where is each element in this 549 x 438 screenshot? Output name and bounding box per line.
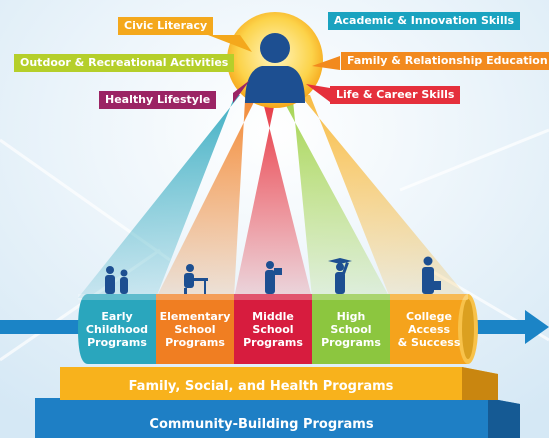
graduate-icon xyxy=(328,258,352,294)
reader-icon xyxy=(265,261,282,294)
program-high-school: High School Programs xyxy=(321,309,381,349)
program-early-childhood: Early Childhood Programs xyxy=(85,309,149,349)
family-social-health-band: Family, Social, and Health Programs xyxy=(128,379,394,394)
healthy-lifestyle-label: Healthy Lifestyle xyxy=(99,91,217,109)
person-silhouette-icon xyxy=(245,33,305,103)
outdoor-recreational-activities-label: Outdoor & Recreational Activities xyxy=(14,54,235,72)
family-relationship-education-label: Family & Relationship Education xyxy=(341,52,549,70)
children-icon xyxy=(105,266,128,294)
academic-innovation-skills-label: Academic & Innovation Skills xyxy=(328,12,521,30)
student-desk-icon xyxy=(184,264,208,294)
program-college-access: College Access & Success xyxy=(397,309,461,349)
life-career-skills-label: Life & Career Skills xyxy=(330,86,461,104)
program-middle-school: Middle School Programs xyxy=(243,309,303,349)
program-elementary-school: Elementary School Programs xyxy=(159,309,231,349)
community-building-band: Community-Building Programs xyxy=(149,417,374,432)
civic-literacy-label: Civic Literacy xyxy=(118,17,214,35)
professional-icon xyxy=(422,256,441,294)
